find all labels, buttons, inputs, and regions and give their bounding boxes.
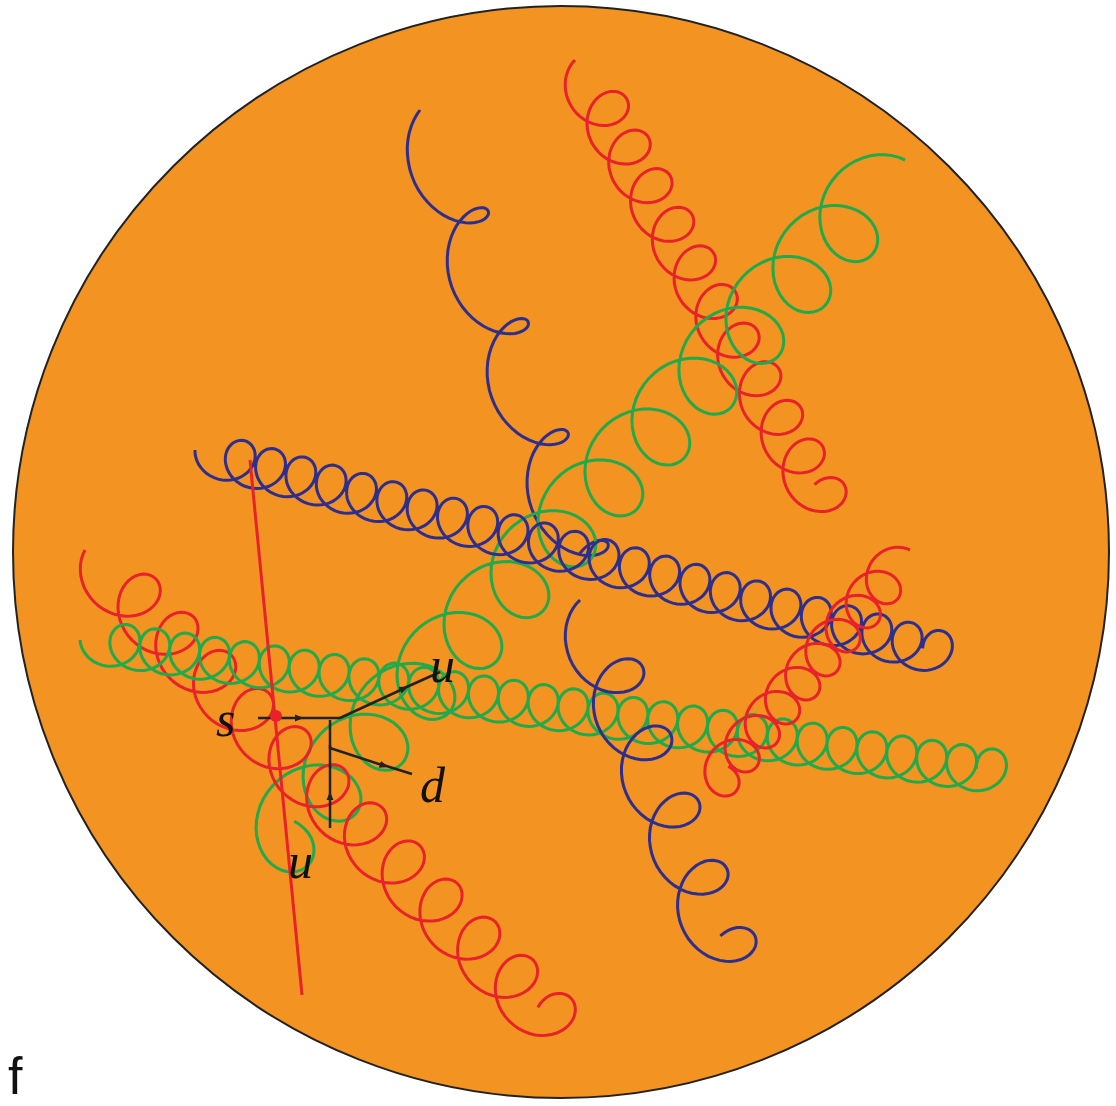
gluon-coil xyxy=(705,547,910,796)
hadron-disc xyxy=(13,6,1109,1098)
gluon-coil xyxy=(565,60,846,512)
quark-lines xyxy=(258,672,440,828)
quark-label: u xyxy=(288,836,313,886)
panel-letter: f xyxy=(8,1050,22,1102)
gluon-coil xyxy=(80,550,575,1036)
boson-line xyxy=(250,460,302,995)
gluon-coil xyxy=(80,625,1007,791)
vertex-dot xyxy=(270,710,282,722)
gluon-coil xyxy=(195,440,952,670)
quark-label: u xyxy=(430,640,455,690)
gluon-coil xyxy=(407,110,608,556)
quark-label: d xyxy=(420,760,445,810)
quark-label: s xyxy=(216,694,235,744)
gluon-coil xyxy=(565,600,756,961)
